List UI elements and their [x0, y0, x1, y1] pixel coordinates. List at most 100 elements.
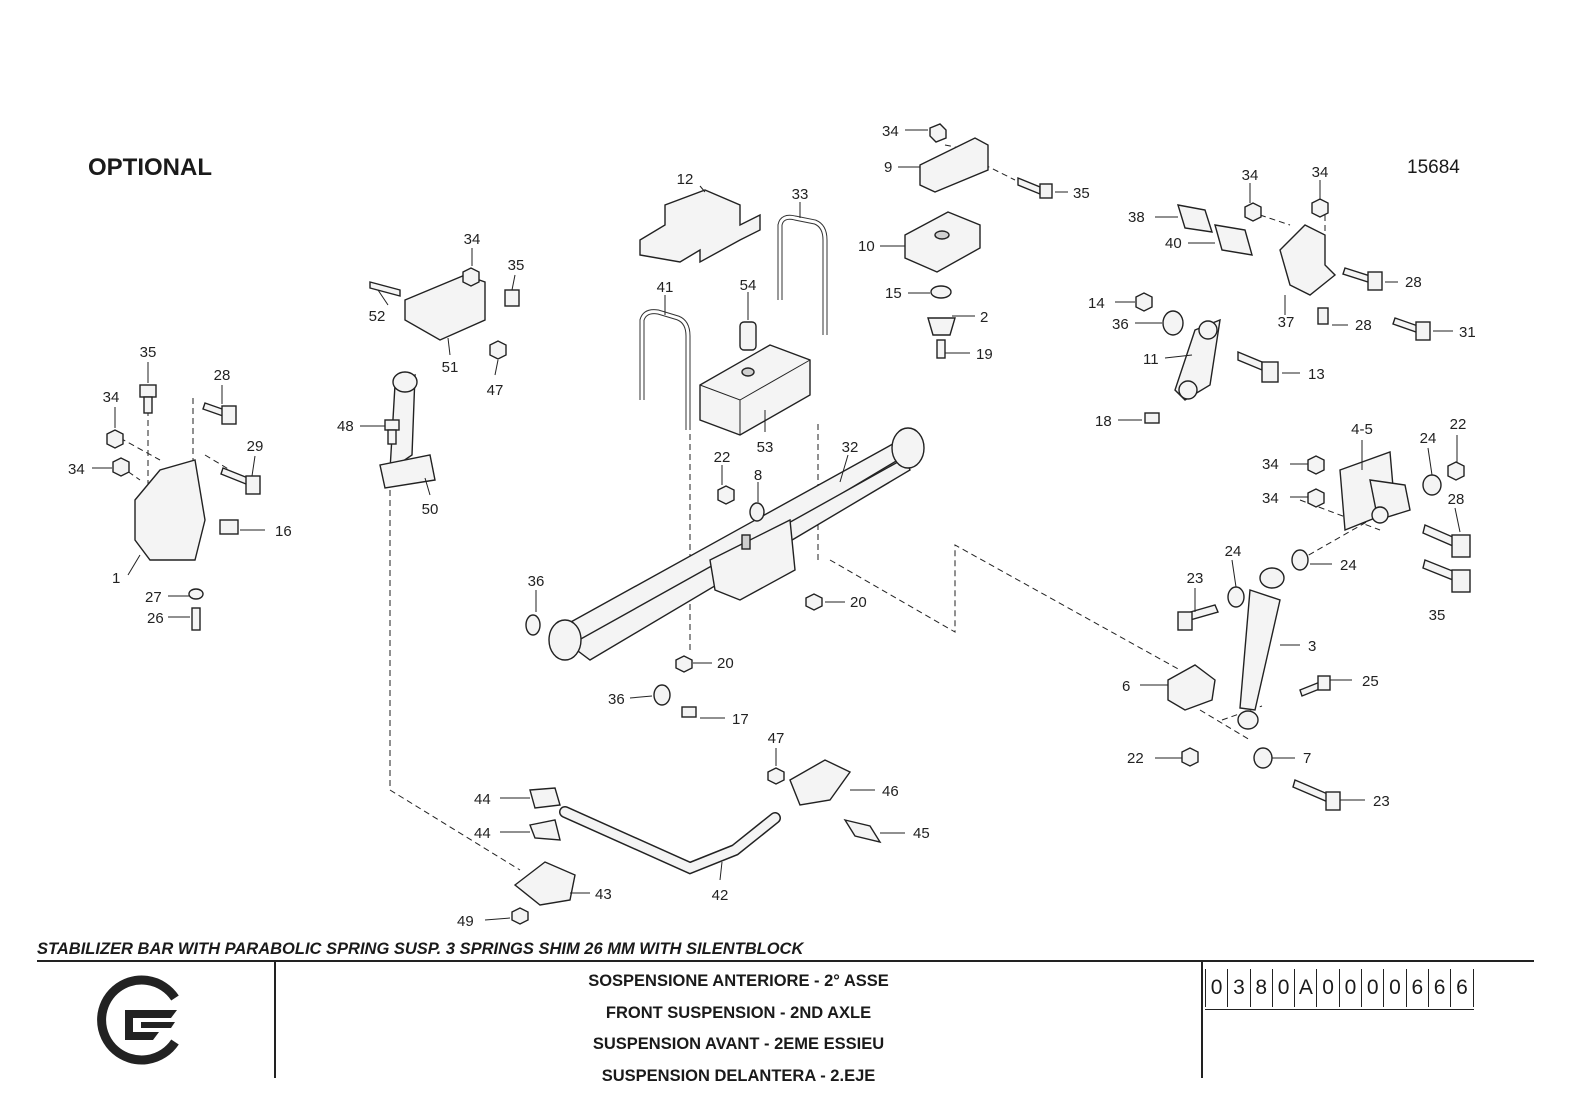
callout-24-b: 24 [1340, 557, 1357, 574]
drawing-number: 15684 [1407, 157, 1460, 178]
callout-10: 10 [858, 238, 875, 255]
callout-36-b: 36 [608, 691, 625, 708]
callout-27: 27 [145, 589, 162, 606]
callout-34-d: 34 [1262, 456, 1279, 473]
callout-43: 43 [595, 886, 612, 903]
hardware-nuts-washers [106, 198, 1465, 769]
part-33-u-bolt [777, 214, 828, 335]
optional-label: OPTIONAL [88, 154, 212, 181]
part-4-5-mounting-plate [1339, 451, 1411, 532]
callout-49: 49 [457, 913, 474, 930]
part-13-bolt [1237, 350, 1279, 383]
part-11-shackle [1174, 318, 1221, 401]
part-38-40-bushings [1176, 204, 1253, 256]
part-46-connector [767, 759, 882, 844]
callout-28-b: 28 [1355, 317, 1372, 334]
callout-34-g: 34 [103, 389, 120, 406]
callout-29: 29 [247, 438, 264, 455]
callout-44-b: 44 [474, 825, 491, 842]
callout-47-a: 47 [487, 382, 504, 399]
callout-36-a: 36 [528, 573, 545, 590]
title-block: SOSPENSIONE ANTERIORE - 2° ASSE FRONT SU… [37, 960, 1534, 1085]
callout-34-b: 34 [1242, 167, 1259, 184]
callout-9: 9 [884, 159, 892, 176]
callout-23-a: 23 [1187, 570, 1204, 587]
callout-40: 40 [1165, 235, 1182, 252]
callout-13: 13 [1308, 366, 1325, 383]
code-char: 6 [1450, 969, 1474, 1007]
callout-22-a: 22 [714, 449, 731, 466]
part-9-bracket [919, 137, 989, 193]
callout-23-b: 23 [1373, 793, 1390, 810]
code-char: 0 [1383, 969, 1405, 1007]
callout-12: 12 [677, 171, 694, 188]
callout-28-a: 28 [1405, 274, 1422, 291]
callout-14: 14 [1088, 295, 1105, 312]
callout-20-b: 20 [717, 655, 734, 672]
callout-4-5: 4-5 [1351, 421, 1373, 438]
callout-34-a: 34 [882, 123, 899, 140]
callout-22-c: 22 [1127, 750, 1144, 767]
callout-17: 17 [732, 711, 749, 728]
callout-7: 7 [1303, 750, 1311, 767]
callout-47-b: 47 [768, 730, 785, 747]
callout-3: 3 [1308, 638, 1316, 655]
code-char: 6 [1405, 969, 1428, 1007]
callout-35-b: 35 [1429, 607, 1446, 624]
callout-25: 25 [1362, 673, 1379, 690]
part-10-rubber-block [904, 211, 981, 273]
logo-mark [97, 975, 179, 1065]
part-code-boxes: 0 3 8 0 A 0 0 0 0 6 6 6 [1205, 969, 1474, 1010]
callout-42: 42 [712, 887, 729, 904]
part-51-bracket [369, 274, 486, 341]
callout-50: 50 [422, 501, 439, 518]
callout-36-c: 36 [1112, 316, 1129, 333]
callout-24-a: 24 [1420, 430, 1437, 447]
code-char: 0 [1316, 969, 1338, 1007]
callout-28-c: 28 [1448, 491, 1465, 508]
diagram-caption: STABILIZER BAR WITH PARABOLIC SPRING SUS… [37, 940, 804, 958]
callout-34-h: 34 [68, 461, 85, 478]
callout-54: 54 [740, 277, 757, 294]
callout-35-a: 35 [1073, 185, 1090, 202]
title-italian: SOSPENSIONE ANTERIORE - 2° ASSE [588, 972, 889, 990]
callout-20-a: 20 [850, 594, 867, 611]
logo-cell [37, 962, 276, 1078]
title-spanish: SUSPENSION DELANTERA - 2.EJE [601, 1066, 876, 1085]
code-char: 0 [1271, 969, 1294, 1007]
callout-52: 52 [369, 308, 386, 325]
callout-24-c: 24 [1225, 543, 1242, 560]
code-char: 0 [1361, 969, 1383, 1007]
part-41-u-bolt [639, 309, 691, 430]
part-3-shock-absorber [1237, 567, 1285, 730]
callout-46: 46 [882, 783, 899, 800]
callout-18: 18 [1095, 413, 1112, 430]
part-1-bracket [134, 459, 239, 561]
callout-22-b: 22 [1450, 416, 1467, 433]
callout-41: 41 [657, 279, 674, 296]
callout-45: 45 [913, 825, 930, 842]
callout-33: 33 [792, 186, 809, 203]
callout-numbers: 12 33 41 54 53 32 22 8 20 20 36 36 17 10… [68, 123, 1476, 930]
callout-37: 37 [1278, 314, 1295, 331]
callout-32: 32 [842, 439, 859, 456]
part-42-stabilizer-bar [559, 806, 781, 875]
callout-28-d: 28 [214, 367, 231, 384]
part-43-44-clamps [511, 787, 576, 925]
part-12-spring-seat-bracket [639, 189, 761, 264]
callout-11: 11 [1143, 351, 1159, 368]
part-6-bracket [1167, 664, 1216, 711]
callout-38: 38 [1128, 209, 1145, 226]
callout-26: 26 [147, 610, 164, 627]
hardware-bolts [139, 267, 1471, 811]
code-char: 0 [1205, 969, 1227, 1007]
part-35-bolt-top [1017, 176, 1053, 199]
code-char: 0 [1338, 969, 1361, 1007]
callout-44-a: 44 [474, 791, 491, 808]
part-37-bracket [1279, 224, 1337, 296]
callout-35-d: 35 [140, 344, 157, 361]
part-34-nut-top [929, 123, 947, 143]
callout-1: 1 [112, 570, 120, 587]
part-2-bump-stop [927, 285, 956, 359]
